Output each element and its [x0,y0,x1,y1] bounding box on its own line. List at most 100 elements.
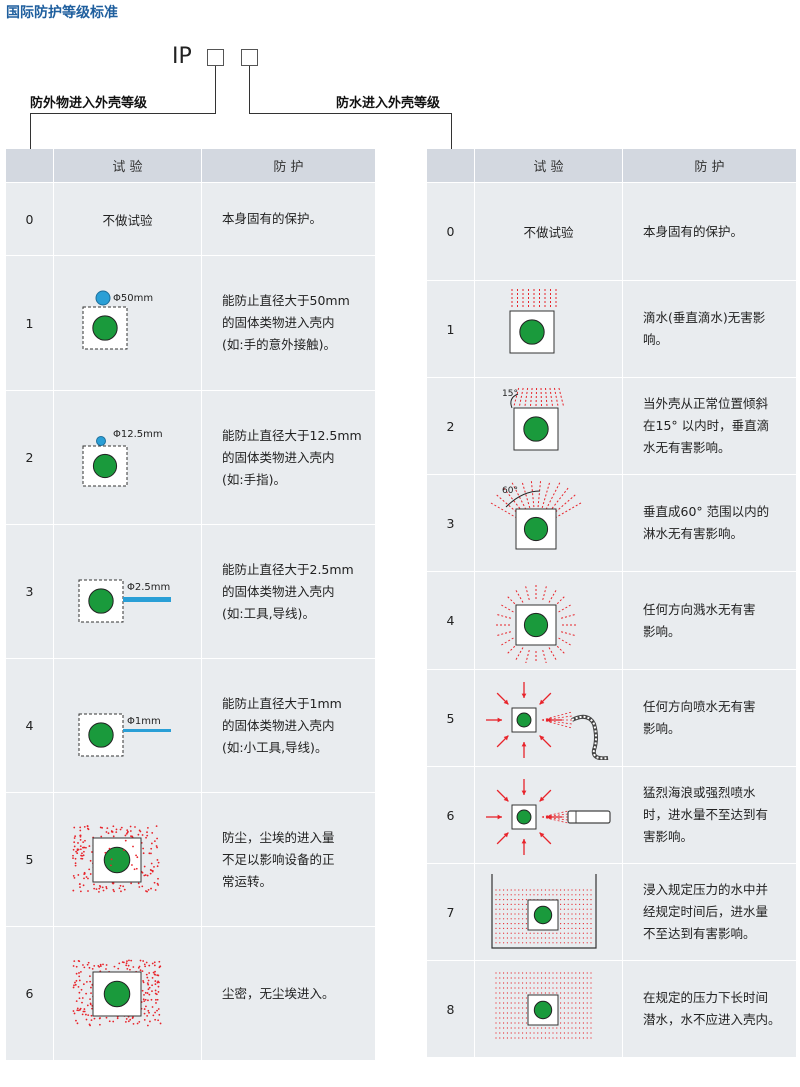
protection-text: 能防止直径大于12.5mm 的固体类物进入壳内 (如:手指)。 [222,427,362,487]
header-level [6,149,54,182]
table-row: 1 滴水(垂直滴水)无害影 响。 [427,281,796,378]
enclosure [78,713,123,756]
table-row: 8 在规定的压力下长时间 潜水，水不应进入壳内。 [427,961,796,1058]
equipment-circle [522,416,549,442]
equipment-circle [523,516,548,542]
protection-text: 能防止直径大于50mm 的固体类物进入壳内 (如:手的意外接触)。 [222,293,350,352]
connector-line [451,113,452,149]
protection-text: 尘密，无尘埃进入。 [222,985,335,1001]
diameter-label: Φ50mm [113,293,153,304]
table-row: 1 Φ50mm 能防止直径大于50mm 的固体类物进入壳内 (如:手的意外接触)。 [6,256,375,391]
table-row: 2 Φ12.5mm 能防止直径大于12.5mm 的固体类物进入壳内 (如:手指)。 [6,391,375,525]
solid-caption: 防外物进入外壳等级 [30,96,148,111]
vertical-drip-diagram [509,289,556,354]
table-row: 0 不做试验 本身固有的保护。 [427,183,796,281]
header-test: 试 验 [475,149,623,182]
test-cell: 不做试验 [475,183,623,280]
dust-tight-diagram [72,959,161,1026]
protection-text: 能防止直径大于2.5mm 的固体类物进入壳内 (如:工具,导线)。 [222,561,354,621]
equipment-circle [103,980,130,1007]
diameter-label: Φ1mm [127,716,161,727]
table-row: 3 Φ2.5mm 能防止直径大于2.5mm 的固体类物进入壳内 (如:工具,导线)。 [6,525,375,659]
sphere-12-5mm-diagram: Φ12.5mm [82,429,163,486]
test-cell: 60° [475,475,623,571]
powerful-jet-diagram [485,779,611,855]
protection-text: 防尘，尘埃的进入量 不足以影响设备的正 常运转。 [222,829,335,889]
protection-text: 浸入规定压力的水中并 经规定时间后，进水量 不至达到有害影响。 [643,882,769,941]
test-cell [475,961,623,1057]
equipment-circle [87,721,114,748]
level-number: 0 [427,183,475,280]
level-number: 6 [427,767,475,863]
ip-code: IP [172,44,192,69]
test-cell: 15° [475,378,623,474]
test-wire [122,728,171,732]
connector-line [215,66,216,114]
level-number: 7 [427,864,475,960]
test-text: 不做试验 [102,212,153,228]
equipment-circle [533,1000,552,1020]
diameter-label: Φ12.5mm [113,429,163,440]
protection-text: 滴水(垂直滴水)无害影 响。 [643,310,766,347]
level-number: 6 [6,927,54,1060]
table-header: 试 验 防 护 [427,149,796,183]
nozzle-icon [566,810,611,824]
table-row: 6 猛烈海浪或强烈喷水 时，进水量不至达到有 害影响。 [427,767,796,864]
diameter-label: Φ2.5mm [127,582,170,593]
table-row: 0 不做试验 本身固有的保护。 [6,183,375,256]
test-cell [475,864,623,960]
header-test: 试 验 [54,149,202,182]
table-header: 试 验 防 护 [6,149,375,183]
equipment-circle [103,846,130,873]
level-number: 0 [6,183,54,255]
water-caption: 防水进入外壳等级 [336,96,441,111]
equipment-circle [523,612,548,637]
drip-15deg-diagram: 15° [502,387,564,451]
protection-text: 任何方向溅水无有害 影响。 [643,601,756,639]
water-jet-diagram [485,682,608,760]
connector-line [30,113,216,114]
protection-text: 垂直成60° 范围以内的 淋水无有害影响。 [643,504,770,541]
ip-digit-box-solid [207,49,224,66]
protection-text: 当外壳从正常位置倾斜 在15° 以内时，垂直滴 水无有害影响。 [643,396,770,455]
test-cell: Φ1mm [54,659,202,792]
level-number: 8 [427,961,475,1057]
sphere-50mm-diagram: Φ50mm [82,290,153,350]
table-row: 7 浸入规定压力的水中并 经规定时间后，进水量 不至达到有害影响。 [427,864,796,961]
test-cell [475,572,623,669]
angle-label: 15° [502,389,518,399]
equipment-circle [87,587,114,614]
table-row: 2 15° 当外壳从正常位置倾斜 在15° 以内时，垂直滴 水无有害影响。 [427,378,796,475]
protection-text: 在规定的压力下长时间 潜水，水不应进入壳内。 [643,990,781,1027]
test-cell [475,767,623,863]
equipment-circle [91,315,118,341]
level-number: 5 [427,670,475,766]
level-number: 1 [6,256,54,390]
ip-digit-box-water [241,49,258,66]
protection-text: 本身固有的保护。 [643,223,744,239]
test-cell [475,281,623,377]
level-number: 4 [427,572,475,669]
test-cell: Φ50mm [54,256,202,390]
equipment-circle [518,319,545,345]
test-text: 不做试验 [523,225,574,240]
level-number: 1 [427,281,475,377]
level-number: 2 [6,391,54,524]
test-cell [54,793,202,926]
protection-text: 本身固有的保护。 [222,211,323,226]
level-number: 2 [427,378,475,474]
test-cell: Φ12.5mm [54,391,202,524]
header-level [427,149,475,182]
test-wire [122,596,171,602]
solid-protection-table: 试 验 防 护 0 不做试验 本身固有的保护。 1 Φ50mm 能防止直径大于50mm 的… [6,149,375,1061]
table-row: 6 尘密，无尘埃进入。 [6,927,375,1061]
water-protection-table: 试 验 防 护 0 不做试验 本身固有的保护。 1 滴水(垂直滴水)无害影 响。 2 15°… [427,149,796,1058]
level-number: 3 [427,475,475,571]
level-number: 3 [6,525,54,658]
equipment-circle [92,453,117,478]
protection-text: 猛烈海浪或强烈喷水 时，进水量不至达到有 害影响。 [643,785,769,844]
equipment-circle [533,905,552,925]
